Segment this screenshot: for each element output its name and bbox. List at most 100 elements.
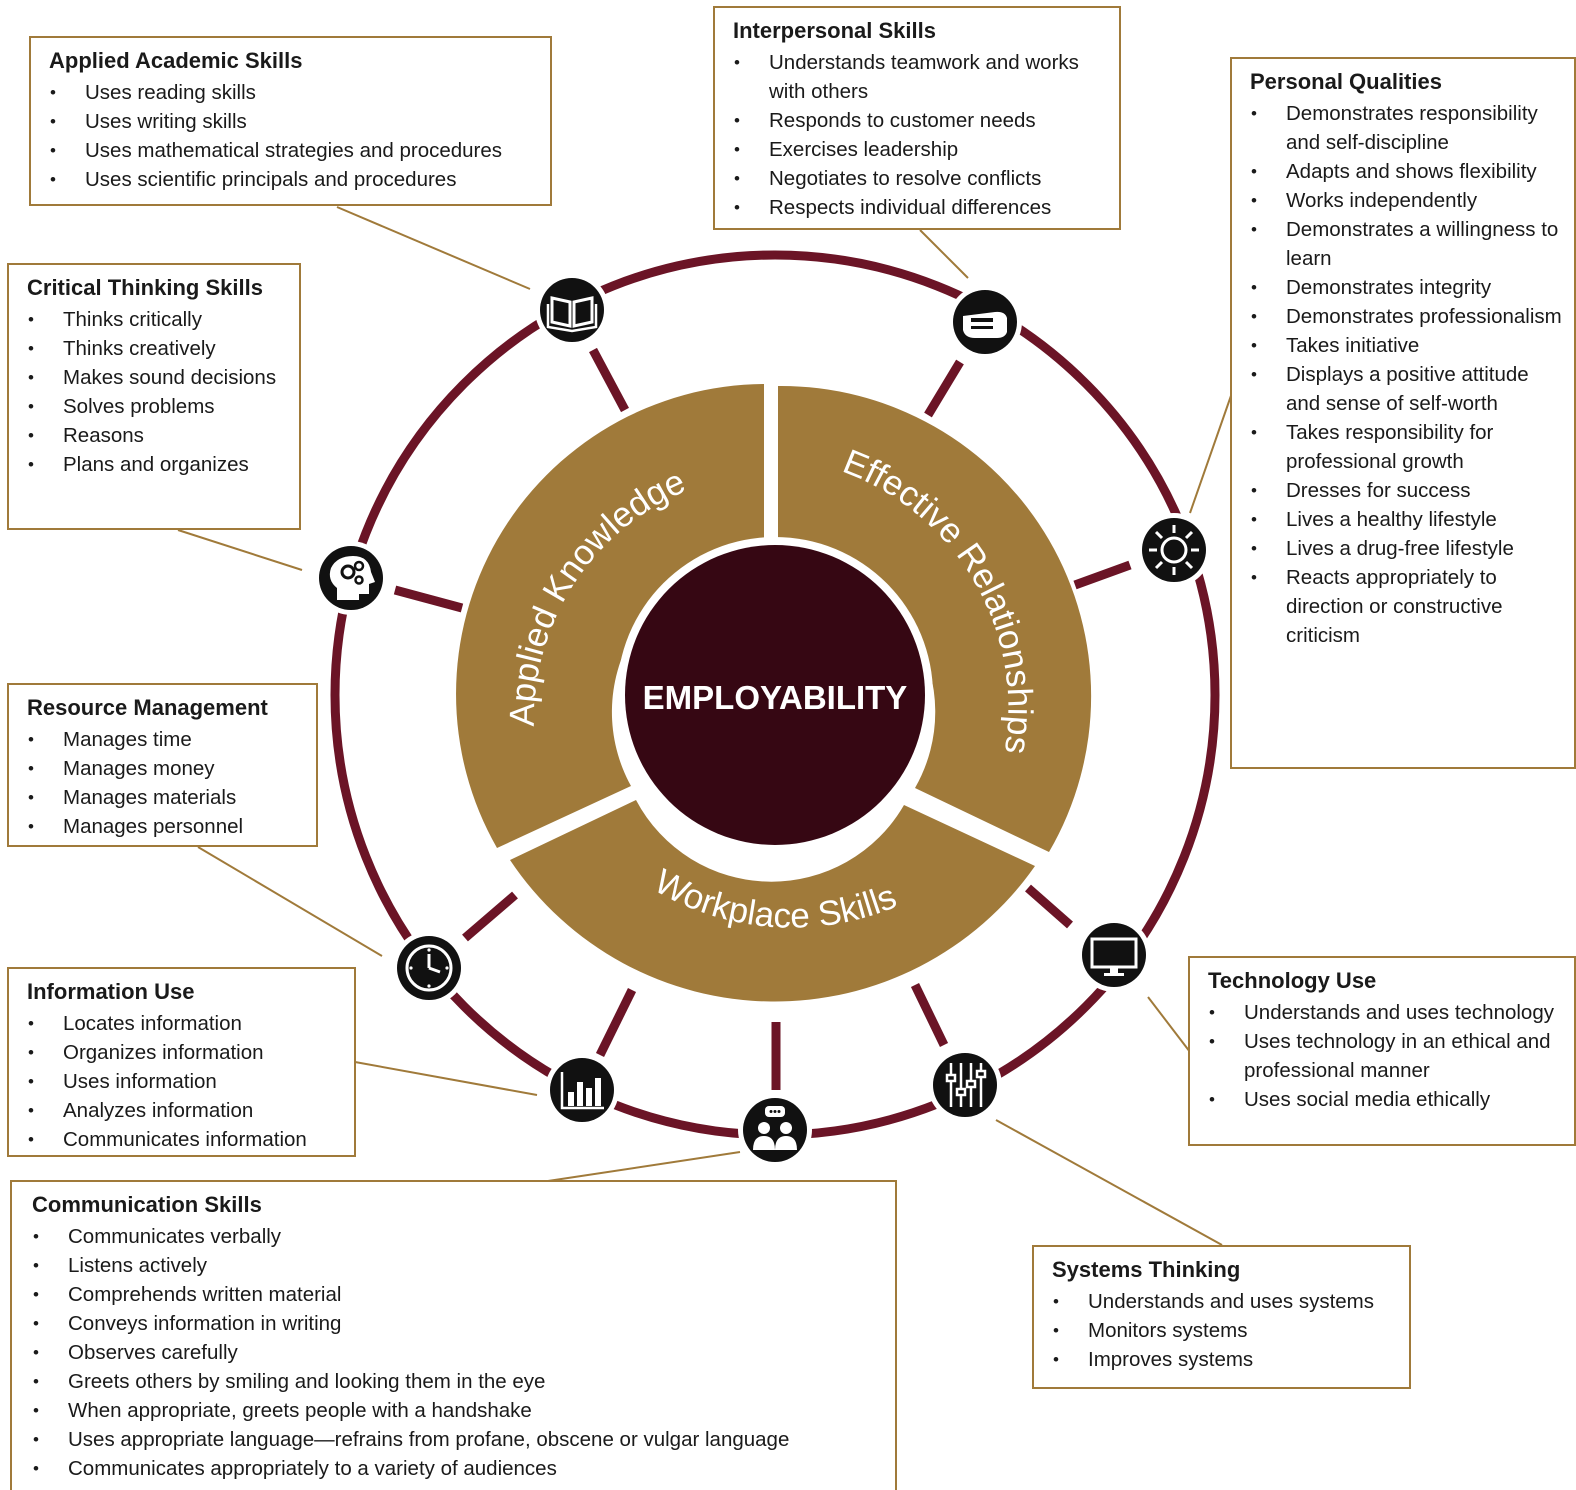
spoke-interpersonal — [924, 359, 964, 418]
list-item: Uses scientific principals and procedure… — [49, 165, 540, 194]
list-item: Understands and uses systems — [1052, 1287, 1399, 1316]
leader-line-personal — [1189, 389, 1234, 514]
list-item: Organizes information — [27, 1038, 344, 1067]
center-core — [625, 545, 925, 845]
list-item: Greets others by smiling and looking the… — [32, 1367, 885, 1396]
box-title-interpersonal: Interpersonal Skills — [733, 18, 936, 43]
leader-line-technology — [1147, 996, 1191, 1053]
leader-line-information — [354, 1061, 538, 1096]
leader-lines — [177, 206, 1234, 1246]
list-communication: Communicates verbally Listens actively C… — [32, 1222, 885, 1483]
list-item: Understands and uses technology — [1208, 998, 1566, 1027]
spoke-systems — [910, 983, 949, 1047]
list-item: Reasons — [27, 421, 289, 450]
list-item: Demonstrates responsibility and self-dis… — [1250, 99, 1566, 157]
leader-line-critical — [177, 529, 303, 571]
list-item: Respects individual differences — [733, 193, 1109, 222]
sliders-icon — [928, 1048, 1002, 1122]
list-item: Monitors systems — [1052, 1316, 1399, 1345]
box-title-resource: Resource Management — [27, 695, 268, 720]
spoke-resource — [462, 891, 518, 942]
list-item: Manages time — [27, 725, 306, 754]
list-item: Manages materials — [27, 783, 306, 812]
list-item: Lives a drug-free lifestyle — [1250, 534, 1566, 563]
list-item: Uses social media ethically — [1208, 1085, 1566, 1114]
bar-chart-icon — [545, 1053, 619, 1127]
segment-effective-relationships — [778, 385, 1092, 852]
spokes — [393, 347, 1132, 1090]
box-title-systems: Systems Thinking — [1052, 1257, 1241, 1282]
box-resource-management: Resource Management Manages time Manages… — [7, 683, 318, 847]
box-title-communication: Communication Skills — [32, 1192, 262, 1217]
list-item: Uses information — [27, 1067, 344, 1096]
box-title-personal: Personal Qualities — [1250, 69, 1442, 94]
book-icon — [535, 273, 609, 347]
gold-ring — [456, 384, 1092, 1002]
box-systems-thinking: Systems Thinking Understands and uses sy… — [1032, 1245, 1411, 1389]
box-title-information: Information Use — [27, 979, 195, 1004]
box-technology-use: Technology Use Understands and uses tech… — [1188, 956, 1576, 1146]
list-item: Dresses for success — [1250, 476, 1566, 505]
list-item: Takes initiative — [1250, 331, 1566, 360]
list-item: Exercises leadership — [733, 135, 1109, 164]
list-item: Uses reading skills — [49, 78, 540, 107]
leader-line-interpersonal — [919, 229, 969, 279]
list-item: Works independently — [1250, 186, 1566, 215]
list-item: Manages personnel — [27, 812, 306, 841]
list-item: Demonstrates integrity — [1250, 273, 1566, 302]
center-title: EMPLOYABILITY — [643, 679, 908, 716]
leader-line-resource — [197, 846, 383, 957]
segment-workplace-skills — [510, 800, 1035, 1002]
list-item: Thinks creatively — [27, 334, 289, 363]
leader-line-systems — [995, 1119, 1223, 1246]
box-interpersonal-skills: Interpersonal Skills Understands teamwor… — [713, 6, 1121, 230]
list-personal: Demonstrates responsibility and self-dis… — [1250, 99, 1566, 650]
list-item: Negotiates to resolve conflicts — [733, 164, 1109, 193]
box-communication-skills: Communication Skills Communicates verbal… — [10, 1180, 897, 1490]
spoke-technology — [1025, 884, 1073, 929]
list-item: Demonstrates professionalism — [1250, 302, 1566, 331]
box-title-critical: Critical Thinking Skills — [27, 275, 263, 300]
box-title-applied-academic: Applied Academic Skills — [49, 48, 303, 73]
list-item: Uses technology in an ethical and profes… — [1208, 1027, 1566, 1085]
list-item: Uses writing skills — [49, 107, 540, 136]
list-item: Manages money — [27, 754, 306, 783]
box-title-technology: Technology Use — [1208, 968, 1377, 993]
list-item: Comprehends written material — [32, 1280, 885, 1309]
list-item: Demonstrates a willingness to learn — [1250, 215, 1566, 273]
hand-icon — [948, 285, 1022, 359]
leader-line-academic — [336, 206, 531, 290]
segment-applied-knowledge — [456, 384, 764, 848]
list-interpersonal: Understands teamwork and works with othe… — [733, 48, 1109, 222]
list-item: Uses mathematical strategies and procedu… — [49, 136, 540, 165]
list-item: Solves problems — [27, 392, 289, 421]
list-item: Lives a healthy lifestyle — [1250, 505, 1566, 534]
list-systems: Understands and uses systems Monitors sy… — [1052, 1287, 1399, 1374]
box-information-use: Information Use Locates information Orga… — [7, 967, 356, 1157]
list-item: Communicates information — [27, 1125, 344, 1154]
monitor-icon — [1077, 918, 1151, 992]
spoke-information — [595, 988, 637, 1057]
list-item: Uses appropriate language—refrains from … — [32, 1425, 885, 1454]
list-technology: Understands and uses technology Uses tec… — [1208, 998, 1566, 1114]
list-item: Thinks critically — [27, 305, 289, 334]
box-critical-thinking-skills: Critical Thinking Skills Thinks critical… — [7, 263, 301, 530]
list-item: Adapts and shows flexibility — [1250, 157, 1566, 186]
list-item: Reacts appropriately to direction or con… — [1250, 563, 1566, 650]
spoke-academic — [589, 347, 629, 413]
leader-line-communication — [547, 1151, 741, 1182]
list-item: Analyzes information — [27, 1096, 344, 1125]
list-item: Conveys information in writing — [32, 1309, 885, 1338]
list-applied-academic: Uses reading skills Uses writing skills … — [49, 78, 540, 194]
box-personal-qualities: Personal Qualities Demonstrates responsi… — [1230, 57, 1576, 769]
list-item: Makes sound decisions — [27, 363, 289, 392]
people-talking-icon — [738, 1093, 812, 1167]
list-item: Plans and organizes — [27, 450, 289, 479]
clock-icon — [392, 931, 466, 1005]
list-item: Displays a positive attitude and sense o… — [1250, 360, 1566, 418]
list-item: When appropriate, greets people with a h… — [32, 1396, 885, 1425]
list-item: Understands teamwork and works with othe… — [733, 48, 1109, 106]
list-item: Communicates appropriately to a variety … — [32, 1454, 885, 1483]
